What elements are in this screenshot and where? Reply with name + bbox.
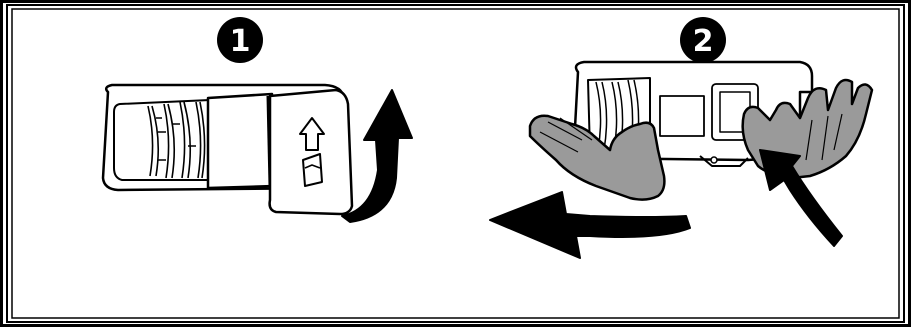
step-1: 1 (101, 17, 413, 223)
battery-slide-out-hands-icon (489, 60, 874, 259)
lift-up-arrow-icon (759, 149, 843, 247)
step-2-number: 2 (693, 24, 714, 59)
step-1-badge: 1 (217, 17, 263, 63)
slide-left-arrow-icon (489, 191, 691, 259)
step-2: 2 (489, 17, 874, 259)
battery-release-latch-flip-icon (101, 83, 354, 216)
left-glove-icon (528, 114, 666, 201)
step-2-badge: 2 (680, 17, 726, 63)
step-1-number: 1 (230, 24, 251, 59)
flip-up-arrow-icon (341, 89, 413, 223)
